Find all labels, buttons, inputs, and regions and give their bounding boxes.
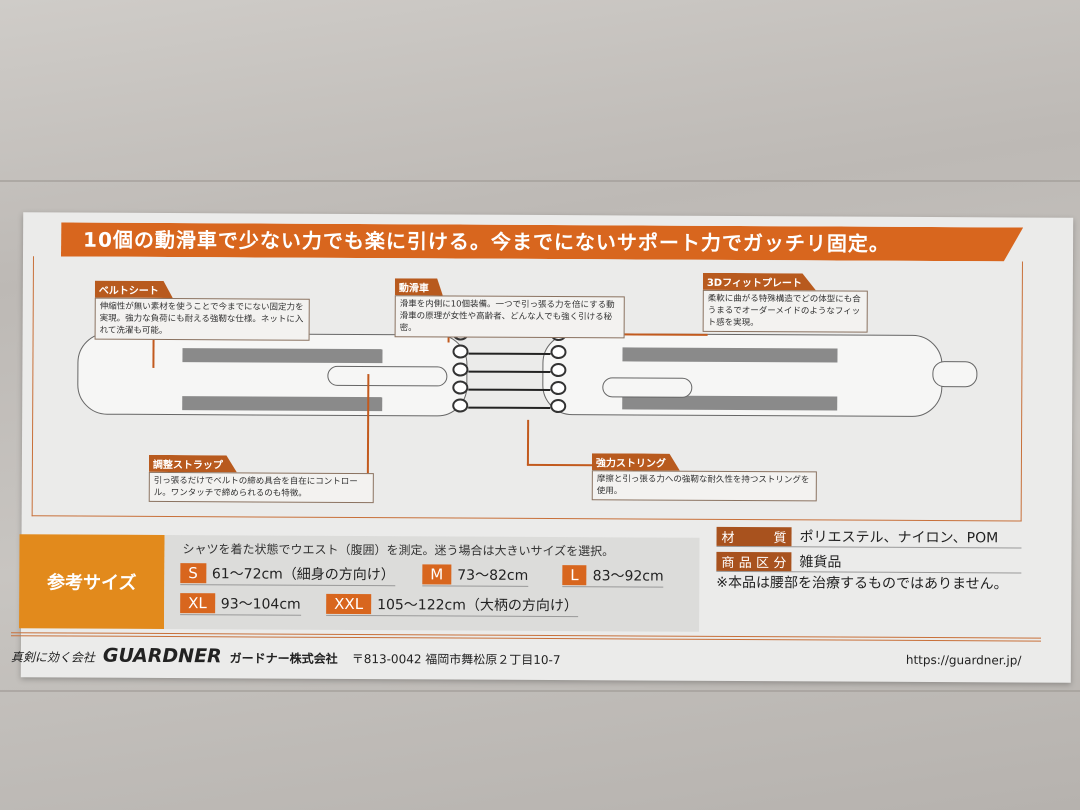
callout-title: 調整ストラップ xyxy=(149,455,237,472)
adjust-strap xyxy=(327,365,448,387)
callout-title: 3Dフィットプレート xyxy=(703,273,816,291)
leader-line xyxy=(526,463,597,467)
pulley-icon xyxy=(550,363,567,378)
footer: 真剣に効く会社 GUARDNER ガードナー株式会社 〒813-0042 福岡市… xyxy=(11,644,561,669)
pulley-icon xyxy=(550,381,567,396)
string xyxy=(468,406,551,410)
callout-text: 柔軟に曲がる特殊構造でどの体型にも合うまるでオーダーメイドのようなフィット感を実… xyxy=(702,289,868,333)
string xyxy=(468,388,551,392)
disclaimer: ※本品は腰部を治療するものではありません。 xyxy=(716,574,1008,593)
slogan-logo: 真剣に効く会社 xyxy=(10,650,95,665)
company-name: ガードナー株式会社 xyxy=(229,651,338,666)
pulley-icon xyxy=(452,344,469,359)
callout-text: 伸縮性が無い素材を使うことで今までにない固定力を実現。強力な負荷にも耐える強靭な… xyxy=(94,297,310,341)
callout-text: 摩擦と引っ張る力への強靭な耐久性を持つストリングを使用。 xyxy=(591,470,817,502)
floor-seam xyxy=(0,690,1080,692)
callout-title: 強力ストリング xyxy=(592,453,680,470)
company-address: 〒813-0042 福岡市舞松原２丁目10-7 xyxy=(351,651,561,668)
mesh-strip xyxy=(622,395,838,411)
callout-title: 動滑車 xyxy=(395,278,443,295)
callout-belt-sheet: ベルトシート 伸縮性が無い素材を使うことで今までにない固定力を実現。強力な負荷に… xyxy=(94,279,310,341)
callout-title: ベルトシート xyxy=(95,281,173,298)
floor-seam xyxy=(0,180,1080,182)
adjust-strap xyxy=(602,377,693,398)
belt-illustration xyxy=(23,212,1073,418)
pulley-icon xyxy=(452,398,469,413)
brand-logo: GUARDNER xyxy=(102,644,222,668)
callout-fit-plate: 3Dフィットプレート 柔軟に曲がる特殊構造でどの体型にも合うまるでオーダーメイド… xyxy=(702,271,868,333)
mesh-strip xyxy=(182,348,383,364)
callout-text: 引っ張るだけでベルトの締め具合を自在にコントロール。ワンタッチで締められるのも特… xyxy=(148,471,374,504)
belt-tab xyxy=(932,361,978,388)
footer-rule xyxy=(11,632,1042,642)
leader-line xyxy=(526,419,530,465)
callout-string: 強力ストリング 摩擦と引っ張る力への強靭な耐久性を持つストリングを使用。 xyxy=(591,451,817,502)
mesh-strip xyxy=(182,396,383,412)
website-url: https://guardner.jp/ xyxy=(905,652,1022,668)
headline: 10個の動滑車で少ない力でも楽に引ける。今までにないサポート力でガッチリ固定。 xyxy=(61,222,1023,261)
pulley-icon xyxy=(550,399,567,414)
string xyxy=(468,352,551,356)
callout-text: 滑車を内側に10個装備。一つで引っ張る力を倍にする動滑車の原理が女性や高齢者、ど… xyxy=(394,295,625,339)
spec-material: 材 質ポリエステル、ナイロン、POM xyxy=(716,525,1022,549)
size-note: シャツを着た状態でウエスト（腹囲）を測定。迷う場合は大きいサイズを選択。 xyxy=(182,542,615,559)
mesh-strip xyxy=(622,347,838,363)
callout-strap: 調整ストラップ 引っ張るだけでベルトの締め具合を自在にコントロール。ワンタッチで… xyxy=(148,453,374,504)
size-heading: 参考サイズ xyxy=(19,534,165,629)
spec-category: 商品区分雑貨品 xyxy=(716,550,1022,574)
pulley-icon xyxy=(550,345,567,360)
pulley-icon xyxy=(452,380,469,395)
string xyxy=(468,370,551,374)
callout-pulley: 動滑車 滑車を内側に10個装備。一つで引っ張る力を倍にする動滑車の原理が女性や高… xyxy=(394,276,625,339)
product-leaflet: 10個の動滑車で少ない力でも楽に引ける。今までにないサポート力でガッチリ固定。 xyxy=(11,212,1074,683)
pulley-icon xyxy=(452,362,469,377)
